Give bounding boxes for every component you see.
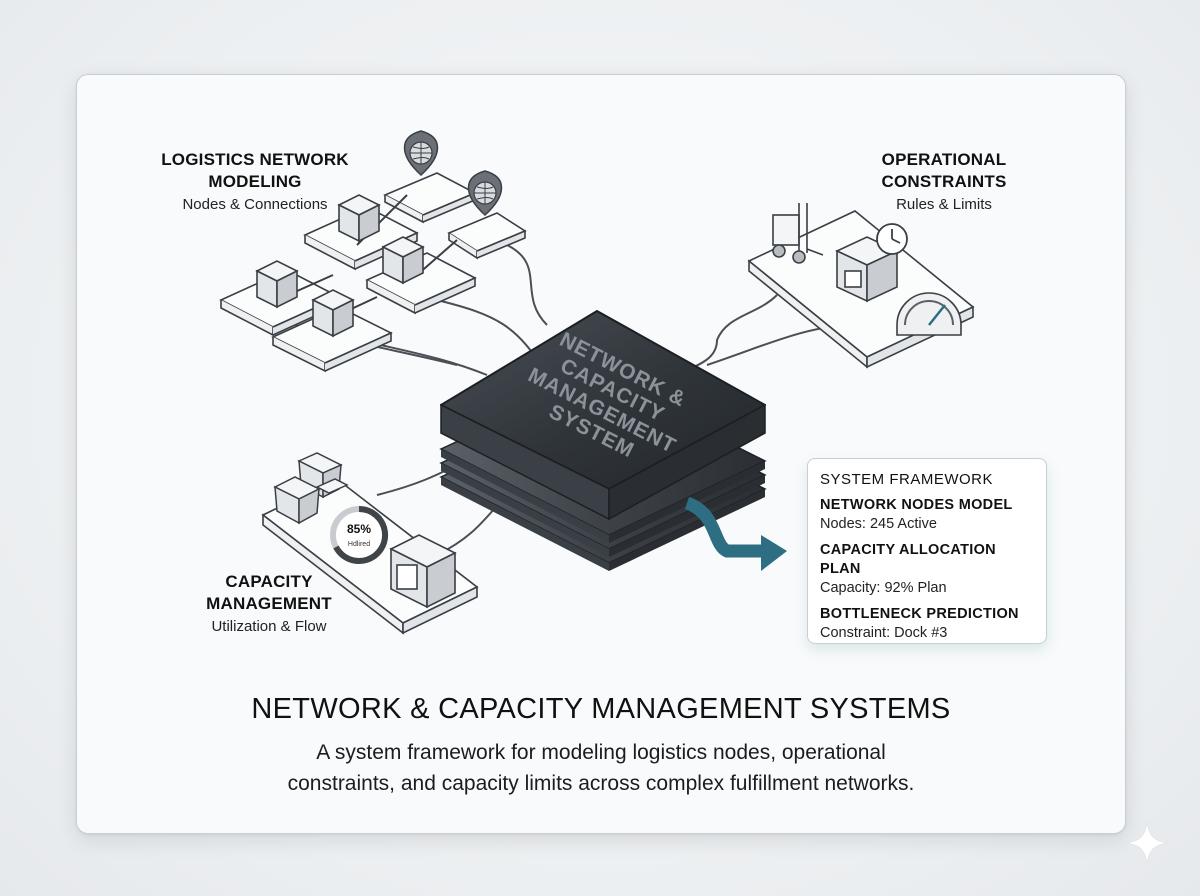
capacity-management-title-1: CAPACITY bbox=[225, 572, 313, 591]
crate-icon bbox=[273, 452, 349, 525]
core-system: NETWORK & CAPACITY MANAGEMENT SYSTEM bbox=[439, 310, 767, 571]
system-framework-panel: SYSTEM FRAMEWORK NETWORK NODES MODEL Nod… bbox=[807, 458, 1047, 644]
clock-icon bbox=[876, 223, 908, 255]
operational-constraints-label: OPERATIONAL CONSTRAINTS Rules & Limits bbox=[839, 149, 1049, 215]
capacity-management-label: CAPACITY MANAGEMENT Utilization & Flow bbox=[189, 571, 349, 637]
panel-item-value: Capacity: 92% Plan bbox=[820, 580, 947, 596]
globe-pin-icon bbox=[403, 130, 439, 177]
gauge-value: 85% bbox=[347, 522, 371, 536]
output-arrow bbox=[684, 496, 787, 571]
capacity-management-title-2: MANAGEMENT bbox=[206, 594, 332, 613]
capacity-management-subtitle: Utilization & Flow bbox=[211, 618, 327, 635]
gauge-icon bbox=[896, 292, 962, 336]
network-modeling-title-1: LOGISTICS NETWORK bbox=[161, 150, 349, 169]
capacity-gauge: 85% Hdlired bbox=[330, 505, 389, 564]
page-headline: NETWORK & CAPACITY MANAGEMENT SYSTEMS bbox=[251, 693, 951, 725]
network-modeling-subtitle: Nodes & Connections bbox=[182, 196, 328, 213]
panel-item-value: Nodes: 245 Active bbox=[820, 516, 937, 532]
description-line-2: constraints, and capacity limits across … bbox=[287, 772, 915, 795]
box-icon bbox=[337, 194, 381, 243]
box-icon bbox=[381, 236, 425, 285]
globe-pin-icon bbox=[467, 170, 503, 217]
operational-constraints-title-1: OPERATIONAL bbox=[881, 150, 1007, 169]
panel-heading: SYSTEM FRAMEWORK bbox=[820, 471, 994, 488]
description-line-1: A system framework for modeling logistic… bbox=[316, 741, 886, 764]
operational-constraints-subtitle: Rules & Limits bbox=[896, 196, 992, 213]
panel-item: NETWORK NODES MODEL Nodes: 245 Active bbox=[820, 496, 1034, 534]
box-icon bbox=[255, 260, 299, 309]
page-description: A system framework for modeling logistic… bbox=[197, 737, 1005, 799]
panel-item-title: CAPACITY ALLOCATION PLAN bbox=[820, 542, 996, 577]
box-icon bbox=[389, 534, 457, 609]
network-modeling-title-2: MODELING bbox=[208, 172, 302, 191]
diagram-canvas: 85% Hdlired NETWORK & CAPACITY MANAGEMEN… bbox=[219, 130, 975, 635]
panel-item: BOTTLENECK PREDICTION Constraint: Dock #… bbox=[820, 605, 1034, 643]
box-icon bbox=[835, 236, 899, 303]
operational-constraints-title-2: CONSTRAINTS bbox=[881, 172, 1007, 191]
diagram-card: 85% Hdlired NETWORK & CAPACITY MANAGEMEN… bbox=[76, 74, 1126, 834]
panel-item-value: Constraint: Dock #3 bbox=[820, 625, 948, 641]
sparkle-icon bbox=[1125, 821, 1169, 865]
forklift-icon bbox=[772, 203, 824, 264]
panel-item-title: NETWORK NODES MODEL bbox=[820, 497, 1013, 513]
panel-item: CAPACITY ALLOCATION PLAN Capacity: 92% P… bbox=[820, 541, 1034, 598]
network-modeling-label: LOGISTICS NETWORK MODELING Nodes & Conne… bbox=[147, 149, 363, 215]
panel-item-title: BOTTLENECK PREDICTION bbox=[820, 606, 1019, 622]
box-icon bbox=[311, 289, 355, 338]
gauge-label: Hdlired bbox=[348, 541, 370, 548]
